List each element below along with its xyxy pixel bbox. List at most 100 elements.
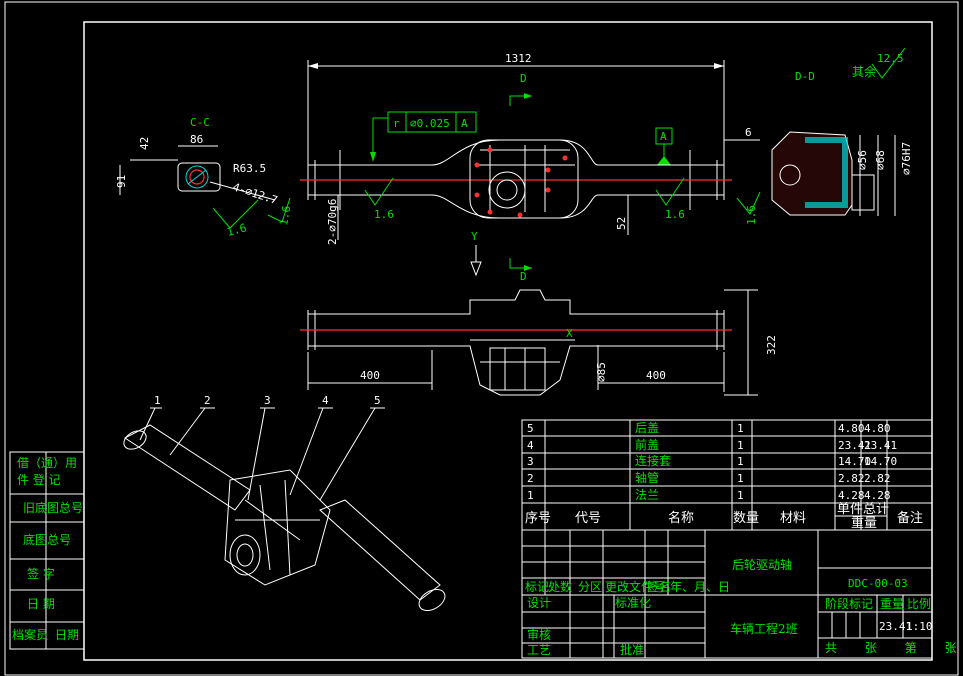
rev-h-3: 更改文件号 [605,579,665,594]
dim-6: 6 [745,126,752,139]
bom-r1-qty: 1 [737,439,744,452]
dd-dim-56: ⌀56 [856,150,869,170]
bom-table: 5 后盖 1 4.80 4.80 4 前盖 1 23.41 23.41 3 连接… [521,419,933,531]
axis-y: Y [471,230,478,243]
cc-roughness-a: 1.6 [225,221,248,239]
bom-h-name: 名称 [668,510,694,526]
bom-r4-total: 4.28 [864,489,891,502]
datum-a: A [660,130,667,143]
top-view: Y D X 400 400 ⌀85 322 [300,230,778,396]
stamp-text-3: 底图总号 [23,532,71,547]
bom-r2-unit: 14.70 [838,455,871,468]
section-cc: C-C 86 42 91 R63.5 4-⌀12.7 1.6 1.6 [115,116,293,239]
dd-title: D-D [795,70,815,83]
drawing-no: DDC-00-03 [848,577,908,590]
bom-r0-qty: 1 [737,422,744,435]
bom-r1-unit: 23.41 [838,439,871,452]
bom-h-qty: 数量 [733,511,759,526]
bom-r0-total: 4.80 [864,422,891,435]
bom-r1-name: 前盖 [635,437,659,452]
dim-1312: 1312 [505,52,532,65]
cc-title: C-C [190,116,210,129]
cc-roughness-b: 1.6 [277,205,293,227]
section-dd: D-D 其余 12.5 ⌀56 ⌀68 ⌀76H7 1.6 [736,47,913,225]
tol-value: ⌀0.025 [410,117,450,130]
stamp-text-4: 签 字 [27,566,55,581]
roughness-front-right: 1.6 [665,208,685,221]
bom-r1-no: 4 [527,439,534,452]
tb-sheets: 共 张 第 张 [825,641,963,655]
rev-h-2: 分区 [578,580,602,594]
tol-symbol: r [393,117,400,130]
bom-r1-total: 23.41 [864,439,897,452]
stamp-text-2: 旧底图总号 [23,500,83,515]
rev-h-1: 处数 [548,579,572,594]
rev-h-0: 标记 [525,580,549,594]
dim-shaft: 2-⌀70g6 [326,199,339,245]
iso-view: 1 2 3 4 5 [123,394,446,611]
bom-h-code: 代号 [575,511,601,526]
dd-other-roughness: 12.5 [877,52,904,65]
callout-5: 5 [374,394,381,407]
bom-r4-name: 法兰 [635,488,659,502]
tol-datum: A [461,117,468,130]
rev-h-4: 签名 [647,579,671,594]
callout-4: 4 [322,394,329,407]
bom-h-no: 序号 [525,511,551,526]
dim-400-left: 400 [360,369,380,382]
bom-h-remark: 备注 [897,510,923,526]
bom-h-total: 总计 [863,502,889,517]
bom-r2-no: 3 [527,455,534,468]
bom-h-material: 材料 [780,511,806,526]
callout-3: 3 [264,394,271,407]
tb-design: 设计 [527,596,551,610]
bom-r3-qty: 1 [737,472,744,485]
tb-weight-label: 重量 [880,597,904,611]
bom-h-unit: 单件 [837,502,863,517]
dim-42: 42 [138,137,151,150]
callout-1: 1 [154,394,161,407]
tb-scale: 1:10 [906,620,933,633]
inner-frame [83,21,933,661]
dd-other-label: 其余 [852,64,876,79]
dim-86: 86 [190,133,203,146]
outer-frame [4,1,959,676]
tb-scale-label: 比例 [907,597,931,611]
bom-r0-no: 5 [527,422,534,435]
dd-dim-68: ⌀68 [874,150,887,170]
stamp-text-0: 借（通）用 [17,456,77,470]
bom-r3-total: 2.82 [864,472,891,485]
front-view: 1312 D r ⌀0.025 A A [300,52,760,245]
callout-2: 2 [204,394,211,407]
tb-review: 审核 [527,627,551,642]
org-name: 车辆工程2班 [730,621,798,636]
part-name: 后轮驱动轴 [732,557,792,572]
left-stamp: 借（通）用 件 登 记 旧底图总号 底图总号 签 字 日 期 档案员 日期 [9,451,85,650]
bom-r0-name: 后盖 [635,421,659,435]
section-d-bottom: D [520,270,527,283]
bom-r2-qty: 1 [737,455,744,468]
tb-process: 工艺 [527,643,551,657]
title-block: 标记 处数 分区 更改文件号 签名 年、月、日 设计 标准化 审核 工艺 批准 … [521,529,963,659]
dim-400-right: 400 [646,369,666,382]
tb-approve: 批准 [620,642,644,657]
section-d-top: D [520,72,527,85]
dd-roughness: 1.6 [745,205,758,225]
stamp-text-1: 件 登 记 [17,472,61,487]
dim-91: 91 [115,175,128,188]
tb-standard: 标准化 [615,596,651,610]
dd-dim-76: ⌀76H7 [900,142,913,175]
bom-r2-total: 14.70 [864,455,897,468]
bom-r0-unit: 4.80 [838,422,865,435]
tb-weight: 23.41 [879,620,912,633]
bom-r4-no: 1 [527,489,534,502]
dim-52: 52 [615,217,628,230]
bom-r4-unit: 4.28 [838,489,865,502]
stamp-text-6: 档案员 [12,627,48,642]
stamp-text-5: 日 期 [27,597,55,611]
roughness-front-left: 1.6 [374,208,394,221]
bom-r4-qty: 1 [737,489,744,502]
stamp-text-7: 日期 [55,628,79,642]
bom-h-weight: 重量 [851,515,877,531]
